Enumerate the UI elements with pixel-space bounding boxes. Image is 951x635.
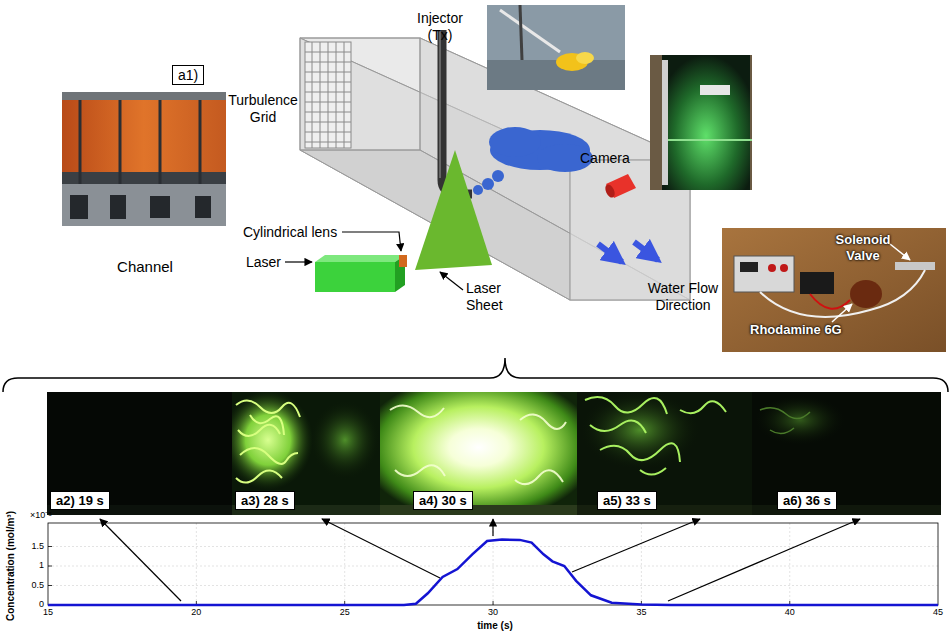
image-tag: a3) 28 s: [235, 491, 295, 510]
tick-label: 15: [34, 607, 62, 618]
part-label: Laser Sheet: [466, 280, 512, 314]
photo-label: Solenoid Valve: [830, 232, 896, 263]
axis-title: Concentration (mol/m³): [5, 511, 17, 621]
injector-photo: [487, 5, 625, 90]
tag-text: a2) 19 s: [56, 493, 104, 508]
flow-arrows: [598, 242, 658, 262]
tick-label: 0.5: [16, 580, 44, 591]
part-label: Camera: [580, 150, 630, 167]
panel-tag: a1): [172, 65, 204, 85]
lif-images: [47, 390, 941, 515]
tag-text: a1): [178, 67, 198, 83]
image-tag: a2) 19 s: [50, 491, 110, 510]
channel-box: [300, 38, 690, 300]
tick-label: 40: [776, 607, 804, 618]
image-tag: a6) 36 s: [777, 491, 837, 510]
camera-icon: [603, 174, 636, 199]
setup-photo: [722, 228, 946, 352]
laser-body: [315, 255, 405, 292]
brace: [3, 358, 948, 392]
part-label: Water Flow Direction: [646, 280, 720, 314]
part-label: Laser: [246, 254, 281, 271]
part-label: Injector (Tx): [404, 10, 476, 44]
leader-lines: [285, 232, 463, 290]
tick-label: 1.5: [16, 541, 44, 552]
axis-title: time (s): [460, 620, 530, 632]
tag-text: a4) 30 s: [419, 493, 467, 508]
concentration-curve: [48, 540, 938, 606]
part-label: Cylindrical lens: [243, 224, 337, 241]
cylindrical-lens: [399, 255, 407, 267]
tick-label: 30: [479, 607, 507, 618]
tag-text: a6) 36 s: [783, 493, 831, 508]
time-pointers: [100, 519, 860, 601]
tick-label: 20: [182, 607, 210, 618]
tick-label: 35: [627, 607, 655, 618]
photo-caption: Channel: [102, 258, 188, 276]
tick-label: 1: [16, 560, 44, 571]
laser-sheet: [415, 150, 492, 270]
tag-text: a5) 33 s: [603, 493, 651, 508]
image-tag: a5) 33 s: [597, 491, 657, 510]
camera-photo: [650, 55, 752, 190]
tick-label: 25: [331, 607, 359, 618]
tick-label: 45: [924, 607, 951, 618]
tick-label: 0: [16, 599, 44, 610]
photo-label: Rhodamine 6G: [750, 322, 842, 338]
image-tag: a4) 30 s: [413, 491, 473, 510]
dye-cloud: [473, 127, 593, 195]
axis-exponent: ×10⁻⁵: [30, 510, 52, 521]
tag-text: a3) 28 s: [241, 493, 289, 508]
part-label: Turbulence Grid: [222, 92, 304, 126]
turbulence-grid: [305, 42, 351, 148]
channel-photo: [62, 92, 226, 226]
